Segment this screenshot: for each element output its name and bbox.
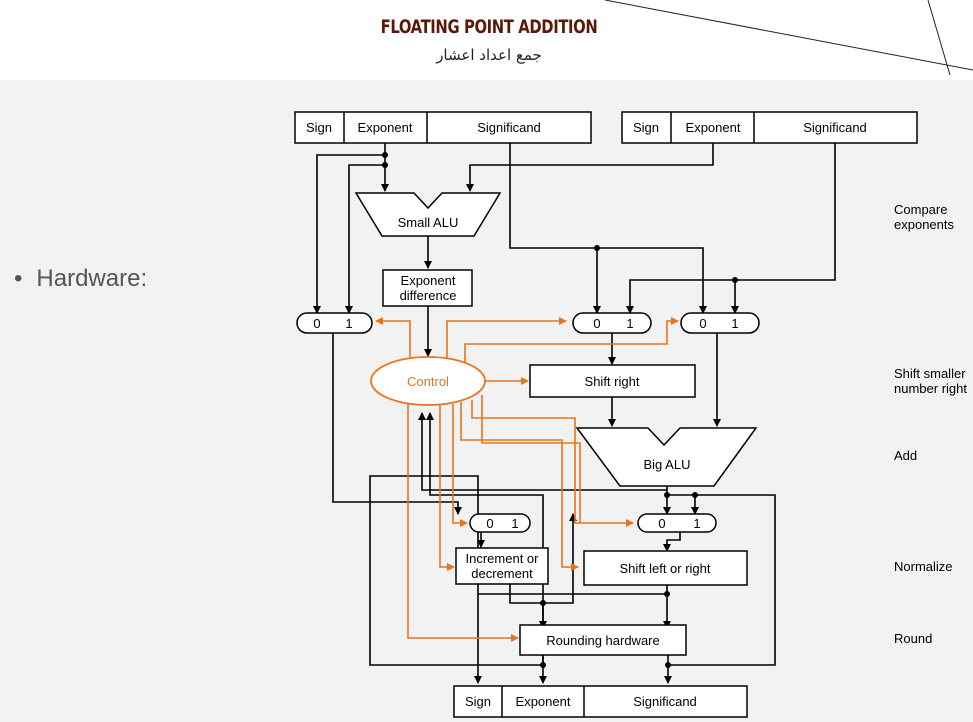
stage-add: Add <box>894 448 917 463</box>
mux-significand-b: 0 1 <box>680 312 760 334</box>
shift-right-label: Shift right <box>585 374 640 389</box>
exponent-difference-line2: difference <box>400 288 457 303</box>
increment-line2: decrement <box>471 566 533 581</box>
mux-norm-exp-zero: 0 <box>486 516 493 531</box>
mux-exponent-one: 1 <box>345 316 352 331</box>
mux-norm-exp-one: 1 <box>511 516 518 531</box>
control-lines <box>375 317 679 642</box>
control-unit: Control <box>370 356 486 406</box>
control-label: Control <box>407 374 449 389</box>
operand-a-sign: Sign <box>306 120 332 135</box>
stage-normalize: Normalize <box>894 559 953 574</box>
bullet-dot-icon: • <box>14 265 23 292</box>
shift-left-right-box: Shift left or right <box>583 550 748 586</box>
slide-content <box>0 80 973 722</box>
junction-dots <box>382 152 738 668</box>
mux-norm-sig-one: 1 <box>693 516 700 531</box>
small-alu: Small ALU <box>354 192 502 237</box>
bullet-text: Hardware: <box>36 265 148 292</box>
increment-decrement-box: Increment or decrement <box>455 547 549 585</box>
operand-b-significand: Significand <box>803 120 867 135</box>
result-register: Sign Exponent Significand <box>453 685 748 718</box>
exponent-difference-box: Exponent difference <box>382 269 473 307</box>
shift-left-right-label: Shift left or right <box>619 561 710 576</box>
mux-sig-a-one: 1 <box>626 316 633 331</box>
rounding-hardware-box: Rounding hardware <box>519 624 687 656</box>
decorative-lines <box>604 0 973 76</box>
rounding-label: Rounding hardware <box>546 633 659 648</box>
operand-a-significand: Significand <box>477 120 541 135</box>
operand-b-register: Sign Exponent Significand <box>621 111 918 144</box>
operand-a-exponent: Exponent <box>358 120 413 135</box>
stage-shift-line2: number right <box>894 381 967 396</box>
mux-exponent: 0 1 <box>296 312 373 334</box>
mux-sig-b-one: 1 <box>731 316 738 331</box>
small-alu-label: Small ALU <box>398 215 459 230</box>
big-alu-label: Big ALU <box>644 457 691 472</box>
result-exponent: Exponent <box>516 694 571 709</box>
operand-b-sign: Sign <box>633 120 659 135</box>
bullet-item: • Hardware: <box>14 265 147 293</box>
operand-a-register: Sign Exponent Significand <box>294 111 592 144</box>
exponent-difference-line1: Exponent <box>401 273 456 288</box>
mux-sig-b-zero: 0 <box>699 316 706 331</box>
operand-b-exponent: Exponent <box>686 120 741 135</box>
stage-shift-line1: Shift smaller <box>894 366 966 381</box>
stage-compare-line2: exponents <box>894 217 954 232</box>
result-sign: Sign <box>465 694 491 709</box>
shift-right-box: Shift right <box>529 364 696 398</box>
mux-normalize-significand: 0 1 <box>637 513 717 533</box>
slide-title: FLOATING POINT ADDITION <box>380 16 598 38</box>
mux-exponent-zero: 0 <box>313 316 320 331</box>
increment-line1: Increment or <box>466 551 540 566</box>
mux-sig-a-zero: 0 <box>593 316 600 331</box>
big-alu: Big ALU <box>575 427 758 487</box>
result-significand: Significand <box>633 694 697 709</box>
stage-round: Round <box>894 631 932 646</box>
mux-significand-a: 0 1 <box>572 312 652 334</box>
stage-labels: Compare exponents Shift smaller number r… <box>894 202 967 646</box>
stage-compare-line1: Compare <box>894 202 947 217</box>
mux-norm-sig-zero: 0 <box>658 516 665 531</box>
mux-normalize-exponent: 0 1 <box>469 513 531 533</box>
slide-subtitle: جمع اعداد اعشار <box>436 46 542 64</box>
slide-header <box>0 0 973 80</box>
